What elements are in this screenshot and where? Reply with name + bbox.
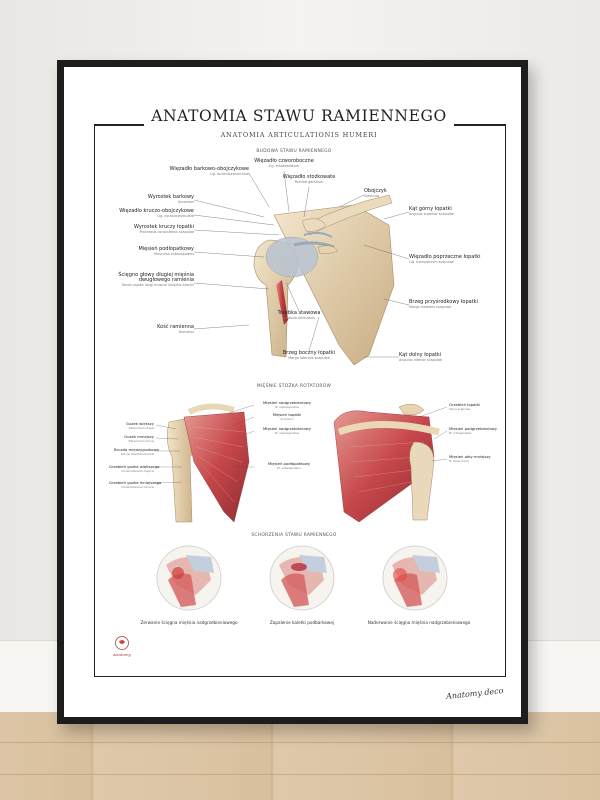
condition-illustration-3 [382, 545, 448, 611]
poster-inner-border [94, 124, 506, 677]
wooden-floor [0, 712, 600, 800]
shoulder-anatomy-illustration [253, 194, 395, 365]
section-title-budowa: BUDOWA STAWU RAMIENNEGO [256, 149, 332, 154]
poster-title: ANATOMIA STAWU RAMIENNEGO [151, 107, 447, 125]
condition-caption-3: Naderwanie ścięgna mięśnia nadgrzebienio… [367, 620, 471, 625]
section-title-schorzenia: SCHORZENIA STAWU RAMIENNEGO [251, 533, 337, 538]
label-biceps-tendon: Ścięgno głowy długiej mięśnia dwugłowego… [118, 272, 194, 287]
condition-caption-2: Zapalenie kaletki podbarkowej [269, 620, 335, 625]
brand-logo-text: Anatomy [113, 652, 131, 657]
rotator-cuff-anterior-illustration [166, 403, 250, 523]
brand-logo-icon [115, 636, 129, 650]
rotator-cuff-posterior-illustration [333, 403, 440, 523]
signature: Anatomy deco [445, 686, 504, 701]
leader-lines-section1 [193, 170, 410, 358]
section-title-rotator: MIĘŚNIE STOŻKA ROTATORÓW [256, 384, 332, 389]
poster: ANATOMIA STAWU RAMIENNEGO ANATOMIA ARTIC… [64, 67, 521, 717]
condition-illustration-2 [269, 545, 335, 611]
condition-illustration-1 [156, 545, 222, 611]
leader-lines-section2 [155, 404, 448, 484]
condition-caption-1: Zerwanie ścięgna mięśnia nadgrzebieniowe… [140, 620, 238, 625]
poster-frame: ANATOMIA STAWU RAMIENNEGO ANATOMIA ARTIC… [57, 60, 528, 724]
poster-subtitle: ANATOMIA ARTICULATIONIS HUMERI [220, 131, 378, 139]
